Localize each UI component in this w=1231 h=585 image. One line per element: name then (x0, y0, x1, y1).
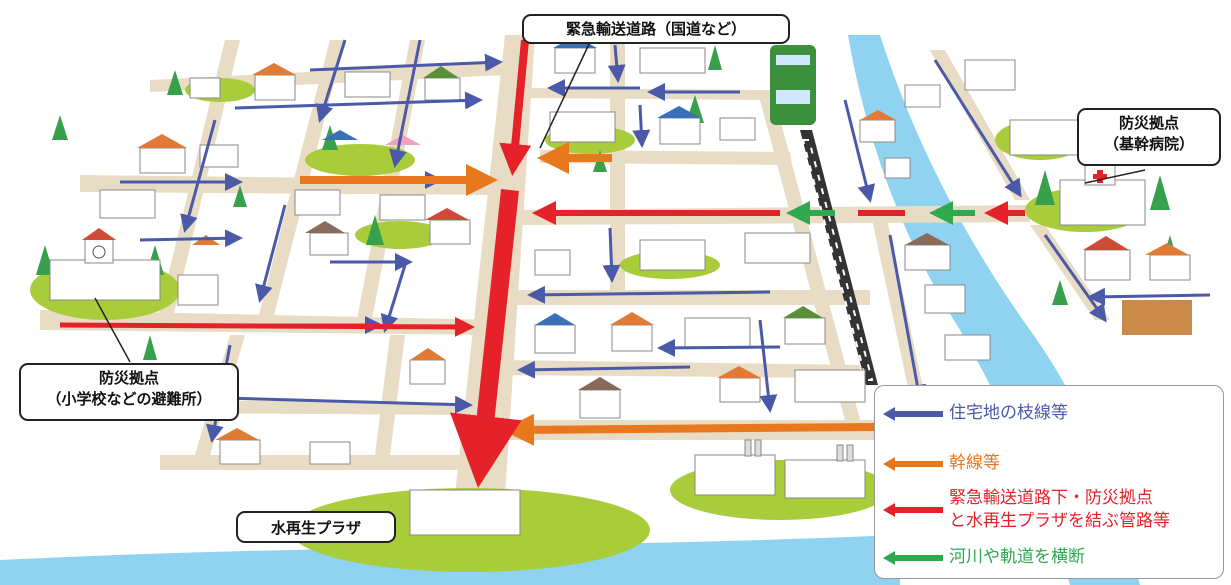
legend-label-emergency-line2: と水再生プラザを結ぶ管路等 (949, 511, 1170, 531)
school-callout: 防災拠点 （小学校などの避難所） (19, 363, 239, 421)
green-arrow-icon (883, 550, 943, 565)
emergency-road-callout: 緊急輸送道路（国道など） (522, 14, 790, 44)
legend-item-branch: 住宅地の枝線等 (883, 402, 1068, 425)
legend-item-emergency: 緊急輸送道路下・防災拠点 と水再生プラザを結ぶ管路等 (883, 487, 1170, 533)
trunk-pipes (300, 142, 876, 446)
school-label-line1: 防災拠点 (98, 369, 159, 387)
branch-pipes (120, 39, 1211, 443)
blue-arrow-icon (883, 406, 943, 421)
plaza-callout: 水再生プラザ (236, 511, 396, 543)
legend-label-branch: 住宅地の枝線等 (949, 403, 1068, 423)
plaza-label: 水再生プラザ (270, 519, 361, 537)
hospital-callout: 防災拠点 （基幹病院） (1077, 108, 1221, 166)
hospital-label-line2: （基幹病院） (1103, 135, 1194, 153)
houses (49, 36, 1192, 536)
legend-label-trunk: 幹線等 (949, 453, 1000, 473)
emergency-road-label: 緊急輸送道路（国道など） (565, 20, 746, 38)
orange-arrow-icon (883, 456, 943, 471)
school-label-line2: （小学校などの避難所） (46, 390, 212, 408)
railway (770, 45, 878, 385)
legend-label-crossing: 河川や軌道を横断 (949, 547, 1085, 567)
hospital-label-line1: 防災拠点 (1118, 114, 1179, 132)
red-arrow-icon (883, 503, 943, 517)
legend: 住宅地の枝線等 幹線等 緊急輸送道路下・防災拠点 と水再生プラザを結ぶ管路等 河… (874, 385, 1224, 579)
legend-label-emergency-line1: 緊急輸送道路下・防災拠点 (949, 488, 1153, 508)
emergency-pipes (59, 39, 1025, 488)
legend-item-trunk: 幹線等 (883, 452, 1000, 475)
legend-item-crossing: 河川や軌道を横断 (883, 546, 1085, 569)
leader-lines (94, 41, 1146, 363)
